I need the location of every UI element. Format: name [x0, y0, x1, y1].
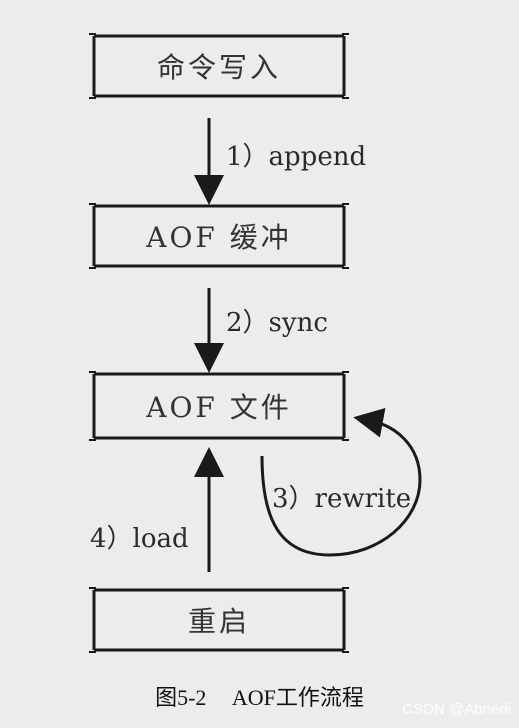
node-label: 命令写入 [156, 51, 281, 84]
node-border [89, 587, 349, 653]
arrow-rewrite [260, 407, 422, 557]
edge-label-sync: 2）sync [226, 308, 328, 338]
node-border [89, 203, 349, 269]
watermark: CSDN @Abnerii [402, 701, 511, 718]
edge-label-load: 4）load [90, 524, 189, 554]
node-restart: 重启 [88, 584, 350, 656]
figure-number: 图5-2 [155, 685, 207, 710]
edge-label-append: 1）append [226, 142, 367, 172]
node-border [89, 33, 349, 99]
node-aof-file: AOF 文件 [88, 368, 350, 444]
figure-title: AOF工作流程 [231, 685, 364, 710]
node-label: 重启 [187, 605, 250, 638]
edge-label-rewrite: 3）rewrite [272, 484, 412, 514]
node-label: AOF 文件 [146, 391, 292, 424]
node-aof-buffer: AOF 缓冲 [88, 200, 350, 272]
connectors [194, 118, 422, 572]
node-border [89, 371, 349, 441]
figure-caption: 图5-2 AOF工作流程 [0, 680, 519, 712]
aof-workflow-diagram: 命令写入 AOF 缓冲 AOF 文件 重启 1）append 2）sync 3）… [88, 30, 422, 656]
node-command-write: 命令写入 [88, 30, 350, 102]
node-label: AOF 缓冲 [146, 221, 292, 254]
